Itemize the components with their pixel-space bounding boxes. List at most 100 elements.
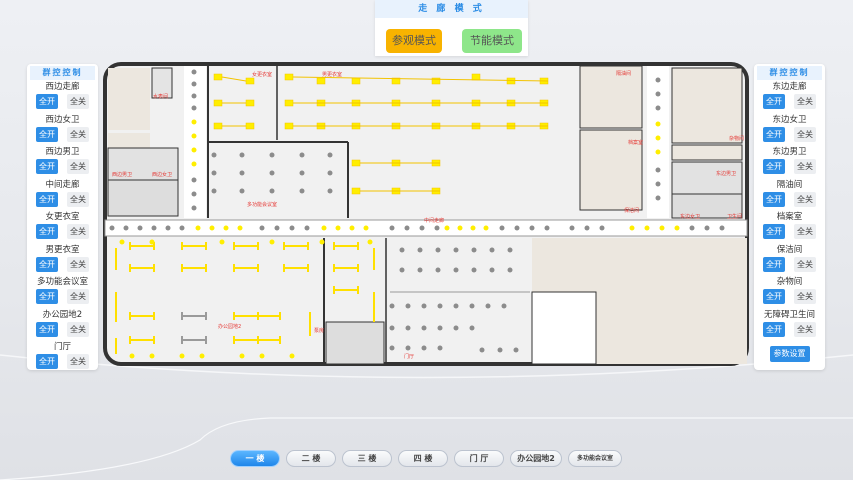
floor-tab-2[interactable]: 三 楼 xyxy=(342,450,392,467)
group-6: 多功能会议室全开全关 xyxy=(27,275,98,308)
all-on-button[interactable]: 全开 xyxy=(763,256,785,272)
floor-tab-1[interactable]: 二 楼 xyxy=(286,450,336,467)
label-meeting-room: 多功能会议室 xyxy=(247,201,277,208)
floor-tab-0[interactable]: 一 楼 xyxy=(230,450,280,467)
group-1: 西边女卫全开全关 xyxy=(27,113,98,146)
all-off-button[interactable]: 全关 xyxy=(67,191,89,207)
label-lobby: 门厅 xyxy=(404,353,414,360)
all-off-button[interactable]: 全关 xyxy=(794,126,816,142)
all-off-button[interactable]: 全关 xyxy=(67,321,89,337)
all-on-button[interactable]: 全开 xyxy=(36,191,58,207)
label-men-locker: 男更衣室 xyxy=(322,71,342,78)
all-off-button[interactable]: 全关 xyxy=(794,289,816,304)
label-middle-corridor: 中间走廊 xyxy=(424,217,444,224)
floor-tab-4[interactable]: 门 厅 xyxy=(454,450,504,467)
label-cleaning: 保洁间 xyxy=(624,207,639,214)
all-on-button[interactable]: 全开 xyxy=(763,224,785,239)
group-0: 西边走廊全开全关 xyxy=(27,80,98,113)
group-name: 西边女卫 xyxy=(45,114,80,125)
group-name: 杂物间 xyxy=(776,277,803,287)
all-off-button[interactable]: 全关 xyxy=(794,224,816,239)
label-storage: 杂物间 xyxy=(729,135,744,142)
all-on-button[interactable]: 全开 xyxy=(763,94,785,109)
label-office2: 办公园地2 xyxy=(218,323,241,330)
all-on-button[interactable]: 全开 xyxy=(763,159,785,174)
corridor-mode-title: 走 廊 模 式 xyxy=(375,0,528,18)
floor-tab-3[interactable]: 四 楼 xyxy=(398,450,448,467)
floor-tab-6[interactable]: 多功能会议室 xyxy=(568,450,622,467)
group-7: 无障碍卫生间全开全关 xyxy=(754,308,825,341)
group-0: 东边走廊全开全关 xyxy=(754,80,825,113)
group-5: 保洁间全开全关 xyxy=(754,243,825,276)
label-archive: 档案室 xyxy=(628,139,643,146)
parameter-settings-button[interactable]: 参数设置 xyxy=(769,346,810,362)
label-accessible-wc: 卫生间 xyxy=(727,213,742,220)
right-panel-title: 群控控制 xyxy=(757,66,822,80)
label-grease-room: 隔油间 xyxy=(616,70,631,77)
corridor-mode-panel: 走 廊 模 式 参观模式 节能模式 xyxy=(375,0,528,56)
all-on-button[interactable]: 全开 xyxy=(36,256,58,272)
all-off-button[interactable]: 全关 xyxy=(67,159,89,174)
floor-plan: 西边走廊 水表间 女更衣室 男更衣室 西边男卫 西边女卫 多功能会议室 中间走廊… xyxy=(103,60,749,366)
energy-saving-mode-button[interactable]: 节能模式 xyxy=(462,29,522,53)
group-name: 中间走廊 xyxy=(45,179,80,190)
label-east-corridor: 东边走廊 xyxy=(645,60,665,61)
group-2: 东边男卫全开全关 xyxy=(754,145,825,178)
floor-tab-bar: 一 楼二 楼三 楼四 楼门 厅办公园地2 多功能会议室 xyxy=(230,450,622,467)
all-on-button[interactable]: 全开 xyxy=(763,321,785,337)
group-name: 男更衣室 xyxy=(45,244,80,255)
visit-mode-button[interactable]: 参观模式 xyxy=(386,29,442,53)
label-east-women-wc: 东边女卫 xyxy=(680,213,700,220)
group-name: 多功能会议室 xyxy=(36,277,88,287)
group-5: 男更衣室全开全关 xyxy=(27,243,98,276)
group-name: 保洁间 xyxy=(776,244,803,255)
group-name: 办公园地2 xyxy=(42,309,83,320)
all-off-button[interactable]: 全关 xyxy=(794,191,816,207)
group-name: 门厅 xyxy=(53,342,71,352)
label-west-women-wc: 西边女卫 xyxy=(152,171,172,178)
label-pump: 泵房 xyxy=(314,327,324,334)
all-off-button[interactable]: 全关 xyxy=(794,321,816,337)
all-off-button[interactable]: 全关 xyxy=(794,94,816,109)
group-3: 隔油间全开全关 xyxy=(754,178,825,211)
all-off-button[interactable]: 全关 xyxy=(67,126,89,142)
all-off-button[interactable]: 全关 xyxy=(67,354,89,369)
group-name: 档案室 xyxy=(776,212,803,222)
group-name: 东边男卫 xyxy=(772,147,807,157)
all-off-button[interactable]: 全关 xyxy=(67,289,89,304)
group-name: 东边走廊 xyxy=(772,82,807,92)
group-4: 女更衣室全开全关 xyxy=(27,210,98,243)
all-on-button[interactable]: 全开 xyxy=(763,289,785,304)
group-name: 西边男卫 xyxy=(45,147,80,157)
label-west-corridor: 西边走廊 xyxy=(178,60,198,61)
all-off-button[interactable]: 全关 xyxy=(67,224,89,239)
group-name: 东边女卫 xyxy=(772,114,807,125)
group-1: 东边女卫全开全关 xyxy=(754,113,825,146)
all-off-button[interactable]: 全关 xyxy=(794,256,816,272)
all-on-button[interactable]: 全开 xyxy=(36,224,58,239)
all-off-button[interactable]: 全关 xyxy=(794,159,816,174)
group-name: 隔油间 xyxy=(776,179,803,190)
all-off-button[interactable]: 全关 xyxy=(67,94,89,109)
group-4: 档案室全开全关 xyxy=(754,210,825,243)
group-name: 女更衣室 xyxy=(45,212,80,222)
group-2: 西边男卫全开全关 xyxy=(27,145,98,178)
group-name: 西边走廊 xyxy=(45,82,80,92)
all-on-button[interactable]: 全开 xyxy=(36,126,58,142)
floor-tab-5[interactable]: 办公园地2 xyxy=(510,450,562,467)
label-east-men-wc: 东边男卫 xyxy=(716,170,736,177)
all-on-button[interactable]: 全开 xyxy=(763,126,785,142)
all-on-button[interactable]: 全开 xyxy=(36,94,58,109)
right-group-control-panel: 群控控制 东边走廊全开全关东边女卫全开全关东边男卫全开全关隔油间全开全关档案室全… xyxy=(754,64,825,370)
all-on-button[interactable]: 全开 xyxy=(36,321,58,337)
all-on-button[interactable]: 全开 xyxy=(36,354,58,369)
all-on-button[interactable]: 全开 xyxy=(36,159,58,174)
group-name: 无障碍卫生间 xyxy=(763,309,815,320)
all-off-button[interactable]: 全关 xyxy=(67,256,89,272)
all-on-button[interactable]: 全开 xyxy=(36,289,58,304)
all-on-button[interactable]: 全开 xyxy=(763,191,785,207)
left-group-control-panel: 群控控制 西边走廊全开全关西边女卫全开全关西边男卫全开全关中间走廊全开全关女更衣… xyxy=(27,64,98,370)
group-8: 门厅全开全关 xyxy=(27,340,98,373)
label-women-locker: 女更衣室 xyxy=(252,71,272,78)
